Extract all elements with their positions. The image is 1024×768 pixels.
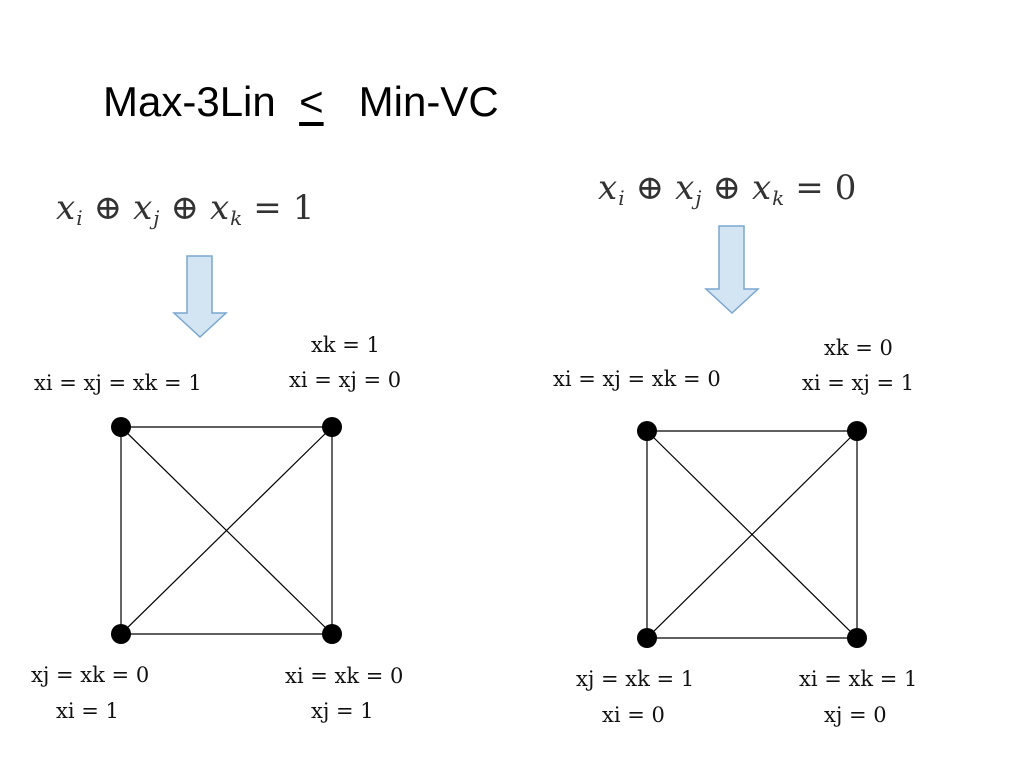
left-node-bottom-left [111,624,131,644]
left-label-bottom-right-2: xj = 1 [311,699,374,723]
right-label-bottom-right-2: xj = 0 [824,703,887,727]
right-label-bottom-left-2: xi = 0 [602,703,665,727]
right-node-bottom-right [847,628,867,648]
right-equation-rhs: 0 [834,168,858,208]
right-label-top-right-1: xk = 0 [824,336,893,360]
left-node-top-left [111,417,131,437]
slide-title: Max-3Lin < Min-VC [103,78,499,126]
left-down-arrow-icon [172,255,228,339]
left-equation-rhs: 1 [292,188,316,228]
right-node-top-right [847,421,867,441]
left-node-top-right [322,417,342,437]
left-label-top-left: xi = xj = xk = 1 [34,371,202,395]
right-node-bottom-left [637,628,657,648]
left-label-bottom-left-2: xi = 1 [56,699,119,723]
left-node-bottom-right [322,624,342,644]
title-left: Max-3Lin [103,78,276,125]
left-label-top-right-2: xi = xj = 0 [289,368,402,392]
title-relation: < [299,78,324,125]
left-edge-diag-2 [120,426,333,635]
right-down-arrow-icon [704,225,760,315]
left-label-bottom-right-1: xi = xk = 0 [285,664,404,688]
right-edge-diag-2 [646,430,858,639]
left-graph [111,417,342,644]
title-right: Min-VC [358,78,499,125]
right-label-top-right-2: xi = xj = 1 [802,371,915,395]
right-node-top-left [637,421,657,441]
right-label-bottom-right-1: xi = xk = 1 [799,667,918,691]
right-graph [637,421,867,648]
left-equation: xi⊕xj⊕xk=1 [56,188,316,230]
right-label-bottom-left-1: xj = xk = 1 [576,667,695,691]
left-label-top-right-1: xk = 1 [311,333,380,357]
left-label-bottom-left-1: xj = xk = 0 [31,663,150,687]
right-equation: xi⊕xj⊕xk=0 [598,168,858,210]
right-label-top-left: xi = xj = xk = 0 [553,367,721,391]
